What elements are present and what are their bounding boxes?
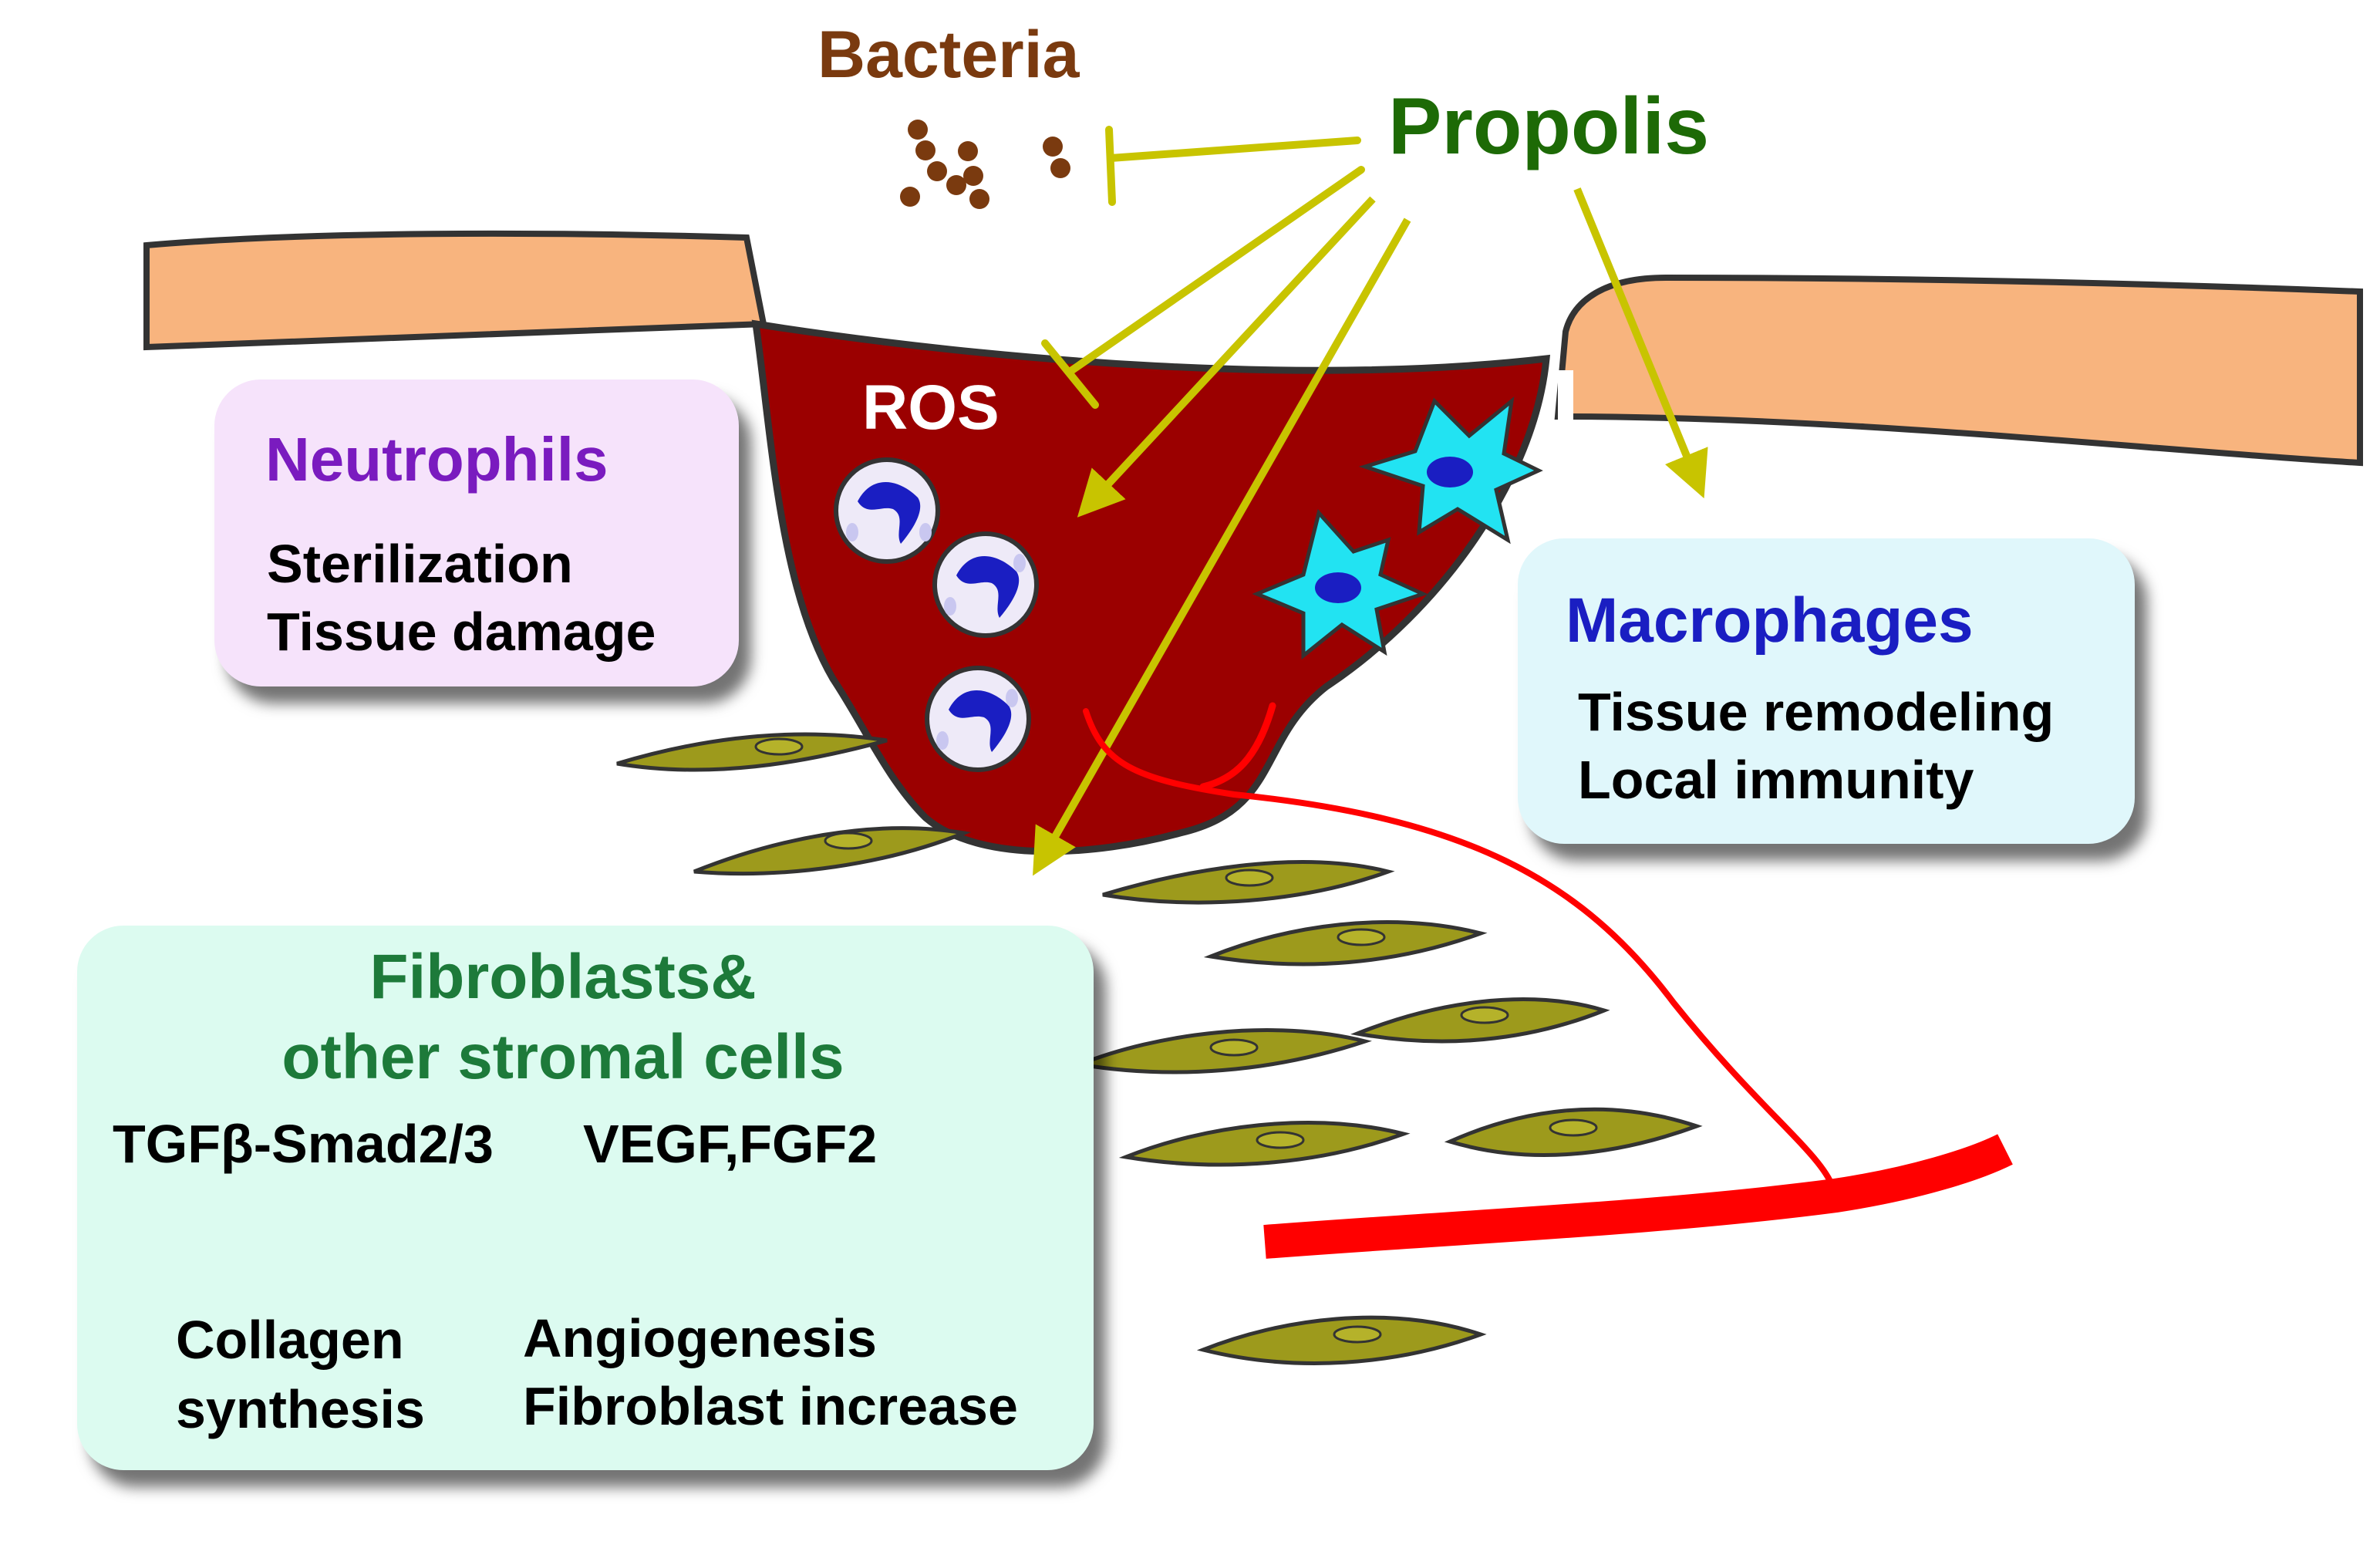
macrophage-cell (1358, 396, 1543, 545)
neutrophils-line1: Sterilization (267, 534, 573, 594)
bacteria-cluster (900, 120, 1070, 209)
macrophage-cell (1252, 508, 1428, 660)
bacteria-label: Bacteria (817, 18, 1080, 92)
result-collagen-line2: synthesis (176, 1379, 425, 1439)
result-angiogenesis-line1: Angiogenesis (523, 1308, 877, 1368)
propolis-label: Propolis (1388, 82, 1710, 171)
macrophages-line1: Tissue remodeling (1578, 682, 2055, 742)
neutrophil-cell (925, 666, 1031, 772)
fibroblasts-box: Fibroblasts& other stromal cells TGFβ-Sm… (77, 926, 1094, 1470)
neutrophil-cell (932, 531, 1039, 638)
macrophages-title: Macrophages (1566, 585, 1974, 656)
blood-vessel (1083, 702, 2013, 1259)
propolis-inhibits-ros (1041, 166, 1365, 409)
propolis-inhibits-bacteria (1105, 126, 1361, 206)
skin-left (143, 230, 767, 351)
fibroblasts-title-line2: other stromal cells (281, 1022, 844, 1092)
propolis-arrows (1033, 187, 1708, 876)
neutrophils-box: Neutrophils Sterilization Tissue damage (214, 379, 739, 686)
fibroblast-nuclei (754, 737, 1598, 1344)
neutrophils-line2: Tissue damage (267, 602, 656, 662)
skin-right (1554, 274, 2363, 467)
ros-label: ROS (862, 373, 1000, 443)
macrophages-line2: Local immunity (1578, 750, 1974, 810)
fibroblasts-title-line1: Fibroblasts& (369, 942, 757, 1012)
pathway-vegf-label: VEGF,FGF2 (583, 1114, 878, 1174)
macrophages-box: Macrophages Tissue remodeling Local immu… (1518, 538, 2135, 844)
result-collagen-line1: Collagen (176, 1310, 404, 1370)
neutrophil-cell (834, 457, 940, 564)
pathway-tgf-label: TGFβ-Smad2/3 (113, 1114, 494, 1174)
result-angiogenesis-line2: Fibroblast increase (523, 1376, 1018, 1436)
neutrophils-title: Neutrophils (265, 425, 608, 494)
